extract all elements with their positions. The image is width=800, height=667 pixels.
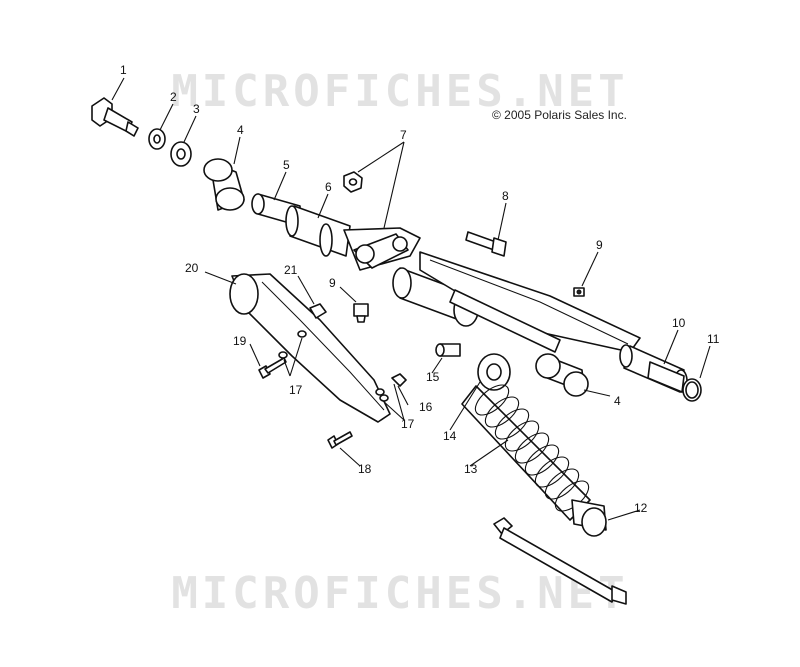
bolt-part bbox=[91, 97, 139, 137]
axle-end-part bbox=[647, 361, 685, 393]
mounting-bolt-part bbox=[493, 517, 627, 605]
callout-16: 16 bbox=[419, 400, 433, 414]
washer-part bbox=[148, 128, 166, 150]
callout-labels: 1 2 3 4 5 6 7 8 9 10 11 9 20 21 19 17 15… bbox=[120, 63, 720, 515]
bushing-part bbox=[203, 158, 245, 211]
callout-3: 3 bbox=[193, 102, 200, 116]
callout-19: 19 bbox=[233, 334, 247, 348]
callout-10: 10 bbox=[672, 316, 686, 330]
scissor-stop-part bbox=[229, 273, 391, 423]
spacer-washer-part bbox=[170, 141, 192, 167]
callout-17-right: 17 bbox=[401, 417, 415, 431]
rail-arm-part bbox=[343, 227, 688, 393]
leader-lines bbox=[111, 77, 711, 521]
grease-fitting-part bbox=[353, 303, 369, 323]
callout-9: 9 bbox=[596, 238, 603, 252]
nut-part bbox=[343, 171, 363, 193]
callout-9-lower: 9 bbox=[329, 276, 336, 290]
callout-2: 2 bbox=[170, 90, 177, 104]
screw-part bbox=[327, 431, 353, 449]
long-bolt-part bbox=[465, 231, 507, 257]
callout-1: 1 bbox=[120, 63, 127, 77]
screw-part bbox=[258, 357, 287, 379]
callout-17: 17 bbox=[289, 383, 303, 397]
washer-part bbox=[278, 330, 389, 402]
shock-absorber-part bbox=[461, 353, 607, 537]
callout-11: 11 bbox=[707, 332, 720, 346]
callout-18: 18 bbox=[358, 462, 372, 476]
callout-4-right: 4 bbox=[614, 394, 621, 408]
callout-15: 15 bbox=[426, 370, 440, 384]
callout-5: 5 bbox=[283, 158, 290, 172]
callout-20: 20 bbox=[185, 261, 199, 275]
callout-13: 13 bbox=[464, 462, 478, 476]
grease-fitting-part bbox=[573, 287, 585, 297]
callout-7: 7 bbox=[400, 128, 407, 142]
sleeve-part bbox=[435, 343, 461, 357]
lock-nut-part bbox=[309, 303, 327, 319]
copyright-notice: © 2005 Polaris Sales Inc. bbox=[492, 108, 627, 122]
bushing-part bbox=[535, 353, 589, 397]
callout-4: 4 bbox=[237, 123, 244, 137]
callout-6: 6 bbox=[325, 180, 332, 194]
callout-8: 8 bbox=[502, 189, 509, 203]
callout-21: 21 bbox=[284, 263, 298, 277]
nut-part bbox=[391, 373, 407, 387]
callout-12: 12 bbox=[634, 501, 648, 515]
tube-part bbox=[285, 205, 351, 257]
retaining-ring-part bbox=[682, 378, 702, 402]
callout-14: 14 bbox=[443, 429, 457, 443]
